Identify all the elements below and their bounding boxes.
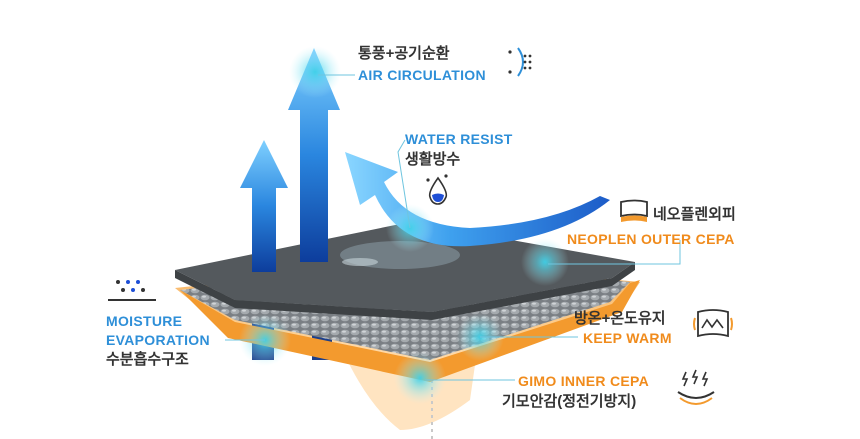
neoplen-en-label: NEOPLEN OUTER CEPA bbox=[567, 231, 735, 247]
moisture-en-label-2: EVAPORATION bbox=[106, 332, 210, 348]
outer-layer-icon bbox=[620, 199, 648, 222]
moisture-en-label-1: MOISTURE bbox=[106, 313, 183, 329]
water-drop-icon bbox=[426, 174, 448, 205]
keep-warm-icon bbox=[693, 309, 733, 338]
water-resist-ko-label: 생활방수 bbox=[405, 151, 461, 168]
air-circulation-en-label: AIR CIRCULATION bbox=[358, 67, 486, 83]
keep-warm-en-label: KEEP WARM bbox=[583, 330, 672, 346]
air-circulation-ko-label: 통풍+공기순환 bbox=[358, 45, 450, 62]
moisture-dots-icon bbox=[108, 280, 156, 301]
moisture-ko-label: 수분흡수구조 bbox=[106, 351, 189, 368]
anti-static-icon bbox=[677, 369, 715, 405]
keep-warm-ko-label: 방온+온도유지 bbox=[574, 310, 666, 327]
water-resist-en-label: WATER RESIST bbox=[405, 131, 513, 147]
neoplen-ko-label: 네오플렌외피 bbox=[653, 206, 736, 223]
gimo-en-label: GIMO INNER CEPA bbox=[518, 373, 650, 389]
air-circulation-icon bbox=[508, 47, 532, 77]
gimo-ko-label: 기모안감(정전기방지) bbox=[502, 393, 637, 410]
